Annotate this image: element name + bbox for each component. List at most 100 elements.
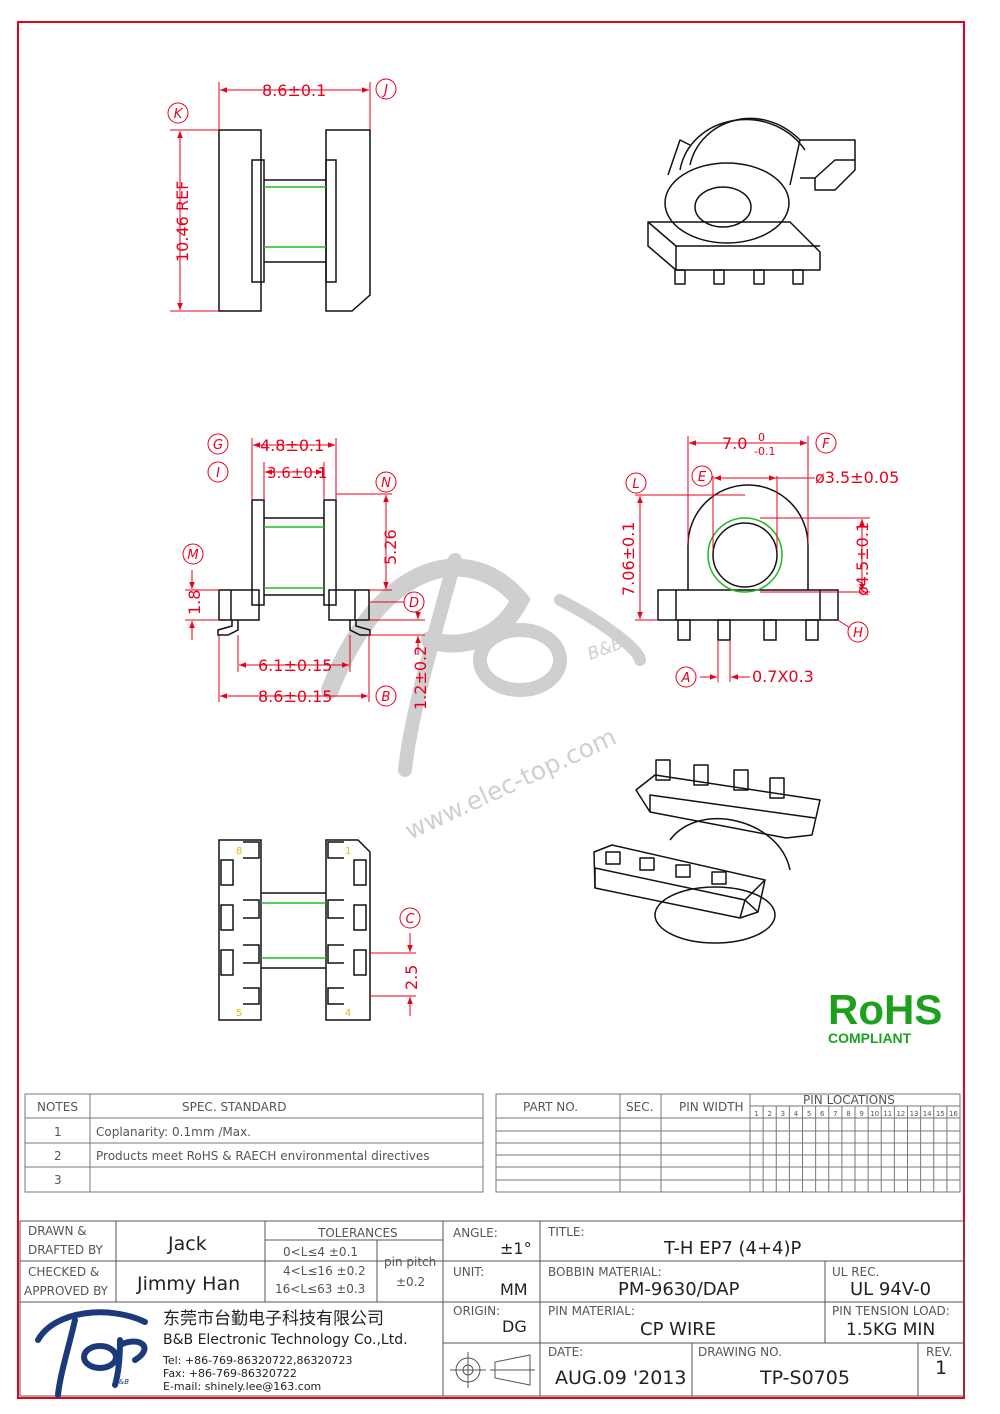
tag-i: I (216, 466, 220, 481)
sec-header: SEC. (626, 1100, 653, 1114)
dim-side-inner: 3.6±0.1 (267, 464, 327, 482)
dim-side-span-inner: 6.1±0.15 (258, 656, 332, 675)
title-value: T-H EP7 (4+4)P (663, 1238, 802, 1259)
unit-label: UNIT: (453, 1265, 484, 1279)
callout-tags (167, 78, 869, 929)
notes-header: NOTES (37, 1100, 78, 1114)
pin-pitch-label: pin pitch (384, 1255, 436, 1269)
note-2-num: 2 (54, 1149, 62, 1163)
tag-a: A (681, 671, 691, 686)
pin-location-number: 4 (794, 1110, 799, 1118)
dim-top-width: 8.6±0.1 (262, 81, 326, 100)
angle-label: ANGLE: (453, 1226, 498, 1240)
ul-label: UL REC. (832, 1265, 879, 1279)
dim-side-base: 1.8 (185, 590, 204, 615)
iso-view-top (647, 117, 856, 285)
pin-location-number: 10 (870, 1110, 879, 1118)
pin-material-value: CP WIRE (640, 1319, 716, 1340)
front-view-dims (635, 436, 870, 682)
tag-d: D (409, 596, 419, 611)
pin-location-number: 7 (833, 1110, 837, 1118)
dim-bottom-pitch: 2.5 (402, 965, 421, 990)
ul-value: UL 94V-0 (850, 1279, 931, 1300)
watermark: B&B www.elec-top.com (321, 553, 646, 845)
tol-row-2: 4<L≤16 ±0.2 (283, 1264, 366, 1278)
title-label: TITLE: (547, 1225, 585, 1239)
note-2-text: Products meet RoHS & RAECH environmental… (96, 1149, 430, 1163)
bottom-view-dims (370, 933, 416, 1016)
checked-name: Jimmy Han (136, 1273, 240, 1295)
dim-side-height: 5.26 (381, 529, 400, 565)
pin-location-number: 3 (781, 1110, 785, 1118)
pin-pitch-value: ±0.2 (396, 1275, 425, 1289)
pin-location-number: 2 (767, 1110, 771, 1118)
pin-number-1: 1 (345, 846, 351, 857)
pin-location-number: 15 (936, 1110, 945, 1118)
company-name-cn: 东莞市台勤电子科技有限公司 (163, 1309, 384, 1329)
title-block (19, 1220, 965, 1397)
drawing-no-label: DRAWING NO. (698, 1345, 782, 1359)
pin-location-number: 9 (859, 1110, 863, 1118)
tag-g: G (213, 438, 223, 453)
pin-location-number: 13 (910, 1110, 919, 1118)
tolerances-label: TOLERANCES (317, 1226, 398, 1240)
pin-location-number: 16 (949, 1110, 958, 1118)
dim-front-bore: ø3.5±0.05 (815, 468, 899, 487)
tag-c: C (405, 912, 415, 927)
tag-b: B (382, 690, 391, 705)
rev-value: 1 (935, 1357, 947, 1379)
bobbin-label: BOBBIN MATERIAL: (548, 1265, 662, 1279)
company-logo (35, 1309, 148, 1398)
top-view (218, 129, 371, 312)
dim-front-width-tol-bot: -0.1 (754, 445, 775, 458)
notes-table (24, 1093, 484, 1193)
pin-location-number: 8 (846, 1110, 850, 1118)
pin-location-number: 5 (807, 1110, 811, 1118)
pin-location-grid (762, 1106, 948, 1192)
angle-value: ±1° (500, 1239, 532, 1258)
top-view-dims (170, 82, 371, 312)
tag-h: H (853, 626, 863, 641)
pin-number-8: 8 (236, 846, 242, 857)
tag-m: M (187, 548, 198, 563)
tension-value: 1.5KG MIN (846, 1320, 935, 1340)
sheet-border (17, 21, 965, 1399)
pin-location-number: 12 (896, 1110, 905, 1118)
unit-value: MM (500, 1280, 528, 1299)
tag-l: L (632, 477, 639, 492)
spec-header: SPEC. STANDARD (182, 1100, 286, 1114)
company-tel: Tel: +86-769-86320722,86320723 (162, 1354, 353, 1367)
front-view (657, 484, 839, 641)
dim-front-pin: 0.7X0.3 (752, 667, 814, 686)
side-view (217, 499, 371, 636)
pin-number-5: 5 (236, 1008, 242, 1019)
logo-sub: B&B (114, 1378, 129, 1386)
watermark-sub: B&B (585, 633, 626, 664)
dim-front-width-tol-top: 0 (758, 431, 765, 444)
dim-front-height: 7.06±0.1 (619, 522, 638, 596)
date-value: AUG.09 '2013 (555, 1367, 686, 1389)
rohs-compliant: COMPLIANT (828, 1030, 912, 1046)
dim-front-width: 7.0 (722, 434, 747, 453)
pin-location-number: 11 (883, 1110, 892, 1118)
dim-side-pin-h: 1.2±0.2 (411, 646, 430, 710)
pin-location-number: 1 (754, 1110, 758, 1118)
callout-tag-letters: K J G I N M D B L E F H A C (174, 83, 863, 927)
dim-front-flange: ø4.5±0.1 (853, 522, 872, 596)
tag-f: F (822, 437, 830, 452)
drawn-name: Jack (167, 1233, 207, 1255)
drafted-label: DRAFTED BY (28, 1243, 104, 1257)
dim-side-outer: 4.8±0.1 (260, 436, 324, 455)
note-1-text: Coplanarity: 0.1mm /Max. (96, 1125, 251, 1139)
projection-symbol-icon (450, 1352, 535, 1388)
pin-locations-header: PIN LOCATIONS (803, 1093, 895, 1107)
drawing-no-value: TP-S0705 (759, 1367, 850, 1389)
part-no-header: PART NO. (523, 1100, 578, 1114)
rev-label: REV. (926, 1345, 952, 1359)
origin-label: ORIGIN: (453, 1304, 500, 1318)
rohs-logo: RoHS (828, 986, 942, 1033)
company-name-en: B&B Electronic Technology Co.,Ltd. (163, 1332, 408, 1348)
date-label: DATE: (548, 1345, 583, 1359)
approved-label: APPROVED BY (24, 1284, 109, 1298)
